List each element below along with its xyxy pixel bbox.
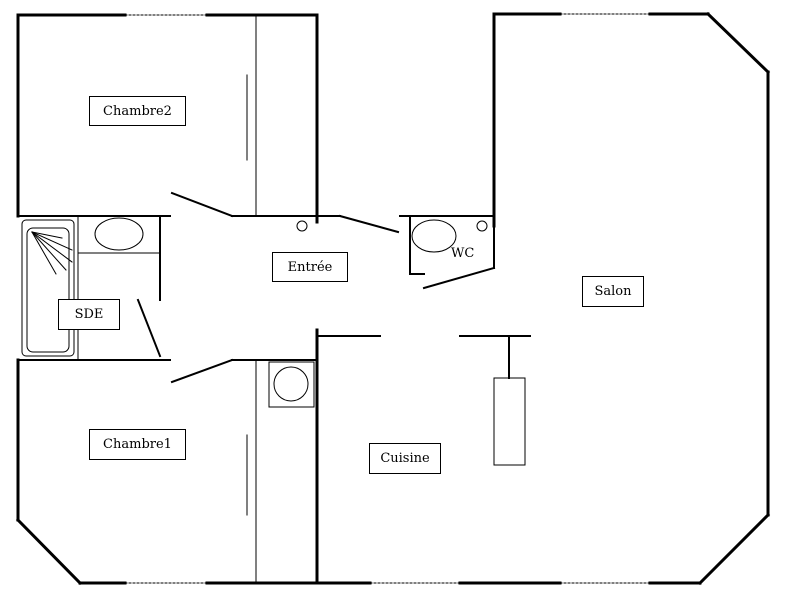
door-entree [338, 214, 400, 234]
kitchen-fixtures [268, 361, 526, 466]
outer-walls [15, 11, 771, 586]
wardrobes [246, 14, 257, 584]
bathroom-fixtures [21, 215, 161, 361]
kitchen-sink-cabinet [268, 361, 315, 408]
windows [124, 13, 651, 584]
door-wc [422, 266, 496, 290]
room-label-entree: Entrée [272, 252, 348, 282]
bathtub-inner [26, 227, 70, 353]
room-label-cuisine: Cuisine [369, 443, 441, 474]
kitchen-sink [273, 366, 309, 402]
bathtub [21, 219, 75, 357]
washbasin [94, 217, 144, 251]
interior-walls [17, 215, 531, 379]
wc-fixtures [296, 219, 488, 253]
toilet-bowl [411, 219, 457, 253]
room-label-chambre1: Chambre1 [89, 429, 186, 460]
door-chambre1 [170, 358, 234, 384]
shower-head-icon [31, 231, 73, 275]
wall-left-corner-diagonal [15, 517, 83, 586]
pipe-entree [296, 220, 308, 232]
wall-right-corner-diagonal-top [705, 11, 771, 75]
toilet-tank [476, 220, 488, 232]
room-label-chambre2: Chambre2 [89, 96, 186, 126]
door-sde [136, 298, 162, 358]
kitchen-island [493, 377, 526, 466]
wall-right-corner-diagonal-bottom [697, 512, 771, 586]
room-label-salon: Salon [582, 276, 644, 307]
doors [136, 191, 496, 384]
room-label-sde: SDE [58, 299, 120, 330]
room-label-wc: WC [451, 246, 475, 261]
door-chambre2 [170, 191, 234, 218]
